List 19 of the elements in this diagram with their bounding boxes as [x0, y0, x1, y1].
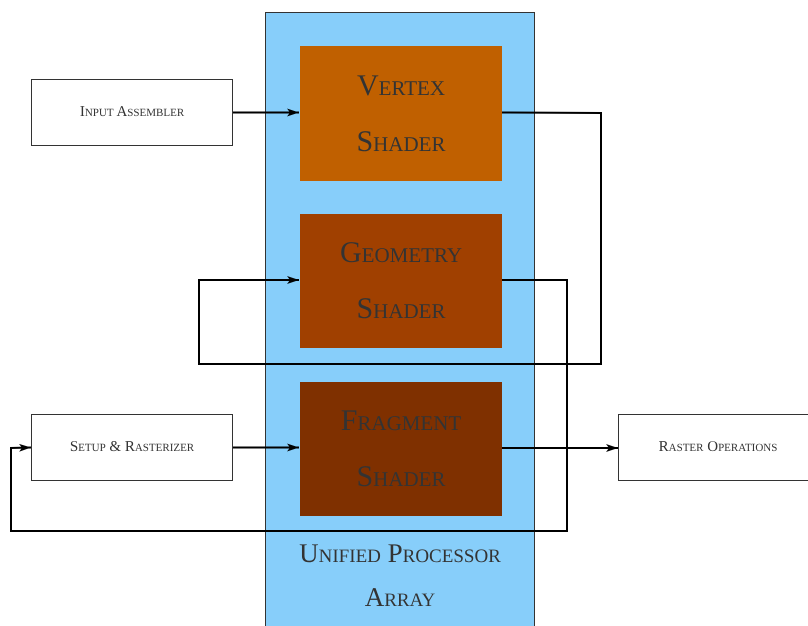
- shader-box: [300, 214, 502, 348]
- node-label: Raster Operations: [658, 439, 778, 456]
- processor-array-band: [265, 12, 535, 626]
- node-label: Fragment Shader: [340, 403, 462, 495]
- arrow: [198, 112, 602, 365]
- node-label: Input Assembler: [80, 104, 184, 121]
- node-label: Vertex Shader: [355, 68, 446, 160]
- arrow: [233, 108, 299, 116]
- arrow: [501, 444, 618, 452]
- process-box: [618, 414, 808, 481]
- arrow: [233, 444, 299, 452]
- node-label: Setup & Rasterizer: [70, 439, 194, 456]
- shader-box: [300, 382, 502, 516]
- shader-box: [300, 46, 502, 181]
- node-label: Geometry Shader: [339, 235, 463, 327]
- node-label: Unified Processor Array: [298, 537, 502, 614]
- arrow: [10, 279, 568, 532]
- process-box: [31, 79, 233, 146]
- process-box: [31, 414, 233, 481]
